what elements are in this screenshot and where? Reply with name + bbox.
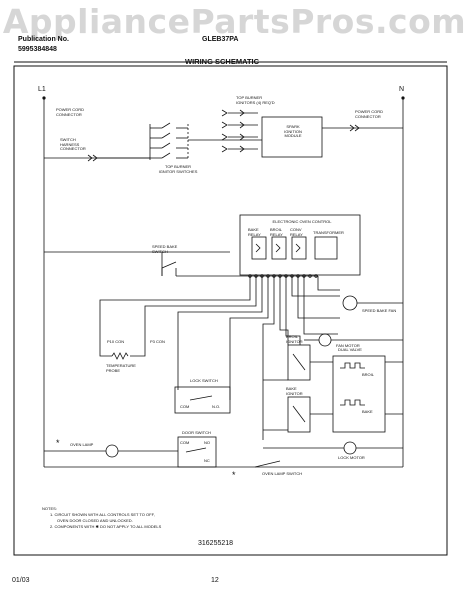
power-cord-left-label: POWER CORD CONNECTOR: [56, 107, 84, 117]
oven-lamp-label: OVEN LAMP: [70, 442, 94, 447]
footer-page: 12: [211, 577, 219, 584]
temp-probe-label: TEMPERATURE PROBE: [106, 363, 136, 373]
oven-lamp-star: *: [56, 438, 60, 448]
lock-no-label: N.O.: [212, 404, 221, 409]
switch-harness-label: SWITCH HARNESS CONNECTOR: [60, 137, 86, 151]
bake-ignitor-box: [287, 396, 311, 433]
relay-1-label: BAKE RELAY: [248, 227, 261, 237]
lock-motor-symbol: [343, 441, 357, 455]
notes-line-1: 1. CIRCUIT SHOWN WITH ALL CONTROLS SET T…: [50, 512, 155, 517]
valve-broil-label: BROIL: [362, 372, 375, 377]
notes-heading: NOTES:: [42, 506, 57, 511]
fan-motor-symbol: [318, 333, 332, 347]
top-burner-ignitors: [221, 109, 258, 153]
door-no-label: NO: [204, 440, 210, 445]
lamp-switch-star: *: [232, 470, 236, 480]
p3-con-label: P3 CON: [150, 339, 165, 344]
oven-lamp-switch-label: OVEN LAMP SWITCH: [262, 471, 303, 476]
node-n: N: [399, 86, 405, 93]
spark-module-label: SPARK IGNITION MODULE: [284, 124, 302, 138]
door-com-label: COM: [180, 440, 190, 445]
speed-bake-fan-label: SPEED BAKE FAN: [362, 308, 397, 313]
fan-motor-label: FAN MOTOR: [336, 343, 360, 348]
electronic-oven-control-box: [239, 214, 361, 276]
spark-module-box: [261, 116, 323, 158]
valve-bake-label: BAKE: [362, 409, 373, 414]
transformer-label: TRANSFORMER: [313, 230, 344, 235]
lock-switch-label: LOCK SWITCH: [190, 378, 218, 383]
top-burner-switches-label: TOP BURNER IGNITOR SWITCHES: [158, 164, 198, 174]
publication-label: Publication No.: [18, 36, 69, 43]
power-cord-right-label: POWER CORD CONNECTOR: [355, 109, 383, 119]
lock-com-label: COM: [180, 404, 190, 409]
node-l1: L1: [38, 86, 46, 93]
lock-motor-label: LOCK MOTOR: [338, 455, 365, 460]
door-nc-label: NC: [204, 458, 210, 463]
lock-switch-box: [174, 386, 231, 414]
relay-2-label: BROIL RELAY: [270, 227, 283, 237]
top-burner-ignitors-label: TOP BURNER IGNITORS (4) REQ'D: [236, 95, 275, 105]
broil-ignitor-label: BROIL IGNITOR: [286, 334, 303, 344]
dual-valve-box: [332, 355, 386, 433]
bake-ignitor-label: BAKE IGNITOR: [286, 386, 303, 396]
model-number: GLEB37PA: [202, 36, 239, 43]
speed-bake-switch-label: SPEED BAKE SWITCH: [152, 244, 178, 254]
p10-con-label: P10 CON: [107, 339, 125, 344]
door-switch-label: DOOR SWITCH: [182, 430, 211, 435]
publication-number: 5995384848: [18, 46, 57, 53]
door-switch-box: [177, 436, 217, 468]
footer-date: 01/03: [12, 577, 30, 584]
top-burner-switches: [150, 122, 189, 160]
dual-valve-label: DUAL VALVE: [338, 347, 362, 352]
notes-line-3: 2. COMPONENTS WITH ✱ DO NOT APPLY TO ALL…: [50, 524, 162, 529]
electronic-oven-control-label: ELECTRONIC OVEN CONTROL: [272, 219, 332, 224]
diagram-frame: [13, 65, 448, 556]
relay-3-label: CONV RELAY: [290, 227, 303, 237]
temp-probe-symbol: [111, 352, 129, 360]
speed-bake-fan-symbol: [342, 295, 358, 311]
part-number: 316255218: [198, 540, 234, 547]
oven-lamp-symbol: [105, 444, 119, 458]
notes-line-2: OVEN DOOR CLOSED AND UNLOCKED.: [57, 518, 133, 523]
broil-ignitor-box: [287, 344, 311, 381]
